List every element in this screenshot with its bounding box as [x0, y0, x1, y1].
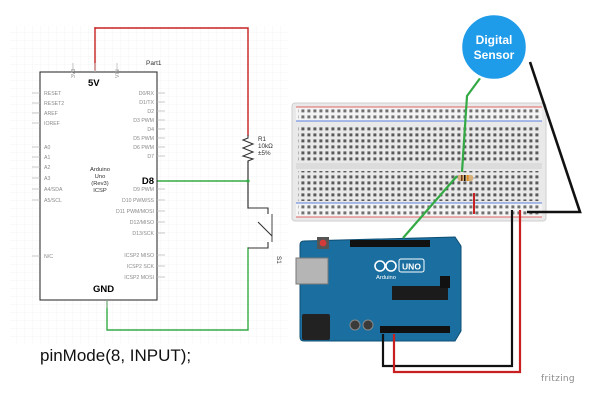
pin-ioref: IOREF — [44, 121, 60, 127]
pin-reset2: RESET2 — [44, 101, 64, 107]
pin-aref: AREF — [44, 111, 58, 117]
chip-name-line1: Arduino — [90, 167, 110, 173]
schematic-wires — [94, 27, 250, 331]
pin-d4: D4 — [147, 127, 154, 133]
pin-a1: A1 — [44, 155, 50, 161]
resistor-ref: R1 — [258, 136, 267, 143]
switch-ref: S1 — [275, 256, 282, 264]
sensor-label-line2: Sensor — [474, 48, 515, 62]
arduino-schematic-box — [39, 71, 158, 301]
sensor-label-line1: Digital — [476, 33, 513, 47]
board-wires — [381, 61, 582, 374]
chip-name-line2: Uno — [95, 174, 106, 180]
chip-name-line3: (Rev3) — [91, 181, 108, 187]
switch-symbol — [248, 207, 273, 249]
pin-a4-sda: A4/SDA — [44, 187, 63, 193]
right-pin-stubs — [157, 92, 165, 278]
pin-top-vin: VIN — [115, 69, 121, 78]
upper-terminal-strip — [298, 127, 540, 161]
pin-d2: D2 — [147, 109, 154, 115]
pin-icsp2-mosi: ICSP2 MOSI — [124, 275, 154, 281]
breadboard — [291, 102, 547, 222]
board-pcb — [299, 236, 462, 342]
uno-badge — [398, 258, 425, 273]
digital-header — [350, 240, 430, 247]
pin-d13: D13/SCK — [132, 231, 154, 237]
chip-name: Arduino Uno (Rev3) ICSP — [90, 167, 110, 194]
label-d8: D8 — [142, 176, 154, 187]
atmega-chip — [392, 286, 448, 300]
pin-a5-scl: A5/SCL — [44, 198, 62, 204]
pin-d12: D12/MISO — [130, 220, 154, 226]
top-pin-stubs — [72, 63, 118, 72]
pin-a2: A2 — [44, 165, 50, 171]
schematic: Part1 3V3 VIN 5V RESET RESET2 AREF IOREF… — [10, 26, 288, 344]
pin-a3: A3 — [44, 176, 50, 182]
uno-label: UNO — [402, 262, 421, 272]
pin-a0: A0 — [44, 145, 50, 151]
wire-5v-to-resistor — [94, 27, 249, 136]
left-pin-stubs — [32, 92, 40, 257]
wire-switch-to-gnd — [106, 247, 249, 331]
pin-icsp2-sck: ICSP2 SCK — [127, 264, 155, 270]
pin-d1: D1/TX — [139, 100, 154, 106]
pin-top-3v3: 3V3 — [71, 69, 77, 78]
power-analog-header — [380, 326, 450, 333]
part-id: Part1 — [146, 60, 162, 67]
junction-dot — [246, 179, 250, 183]
center-channel — [296, 163, 542, 169]
5v-red-wire — [392, 210, 522, 374]
pin-nc: N/C — [44, 254, 53, 260]
breadboard-resistor — [453, 175, 478, 181]
pin-d6: D6 PWM — [133, 145, 154, 151]
digital-sensor-bubble: Digital Sensor — [459, 12, 529, 82]
gnd-black-wire — [381, 210, 514, 368]
power-jack — [302, 314, 330, 340]
pin-reset: RESET — [44, 91, 62, 97]
code-caption: pinMode(8, INPUT); — [40, 346, 192, 365]
resistor-tolerance: ±5% — [258, 150, 271, 157]
label-gnd: GND — [93, 284, 114, 295]
d8-green-wire — [402, 175, 458, 239]
resistor-symbol — [241, 135, 255, 163]
pin-d11: D11 PWM/MOSI — [116, 209, 154, 215]
sensor-circle — [459, 12, 529, 82]
pin-d7: D7 — [147, 154, 154, 160]
lower-terminal-strip — [298, 171, 540, 201]
fritzing-watermark: fritzing — [541, 374, 575, 384]
sensor-black-wire — [527, 61, 582, 214]
pin-d5: D5 PWM — [133, 136, 154, 142]
resistor-value: 10kΩ — [258, 143, 273, 150]
pin-d0: D0/RX — [139, 91, 155, 97]
pin-d3: D3 PWM — [133, 118, 154, 124]
reset-cap — [319, 239, 327, 247]
usb-port — [295, 257, 329, 285]
arduino-label: Arduino — [376, 275, 396, 281]
pin-icsp2-miso: ICSP2 MISO — [124, 253, 154, 259]
pin-d10: D10 PWM/SS — [122, 198, 155, 204]
pin-d9: D9 PWM — [133, 187, 154, 193]
icsp-header — [440, 276, 450, 288]
chip-name-line4: ICSP — [93, 188, 107, 194]
arduino-uno-board: UNO Arduino — [295, 236, 462, 342]
label-5v: 5V — [88, 78, 100, 89]
arduino-logo — [374, 260, 397, 272]
resistor-labels: R1 10kΩ ±5% — [258, 136, 273, 157]
